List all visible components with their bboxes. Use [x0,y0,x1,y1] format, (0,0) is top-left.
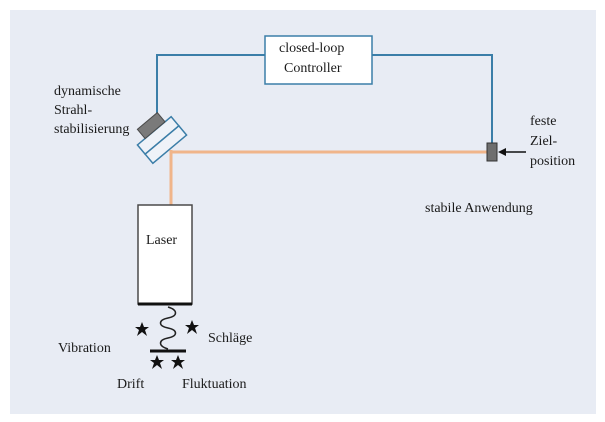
laser-label: Laser [146,233,178,248]
target-label-line2: Ziel- [530,134,558,149]
stabilizer-label-line2: Strahl- [54,103,93,118]
disturbance-star-icon [185,320,199,334]
disturbance-star-icon [150,355,164,369]
spring-coil [159,306,177,350]
control-wire [156,54,493,143]
target-arrow [498,148,526,156]
target-label-line1: feste [530,114,557,129]
vibration-label: Vibration [58,341,111,356]
laser-box [137,204,193,305]
stabilizer-label-line3: stabilisierung [54,122,130,137]
laser-beam [169,150,489,205]
disturbance-star-icon [135,322,149,336]
application-label: stabile Anwendung [425,201,533,216]
target-label-line3: position [530,154,576,169]
disturbance-star-icon [171,355,185,369]
controller-label-line1: closed-loop [279,41,345,56]
controller-box [264,35,373,85]
schlaege-label: Schläge [208,331,253,346]
stabilizer-label-line1: dynamische [54,84,121,99]
fluktuation-label: Fluktuation [182,377,247,392]
controller-label-line2: Controller [284,61,342,76]
target-detector [486,142,498,162]
beam-stabilizer-mirror [136,111,188,165]
drift-label: Drift [117,377,145,392]
